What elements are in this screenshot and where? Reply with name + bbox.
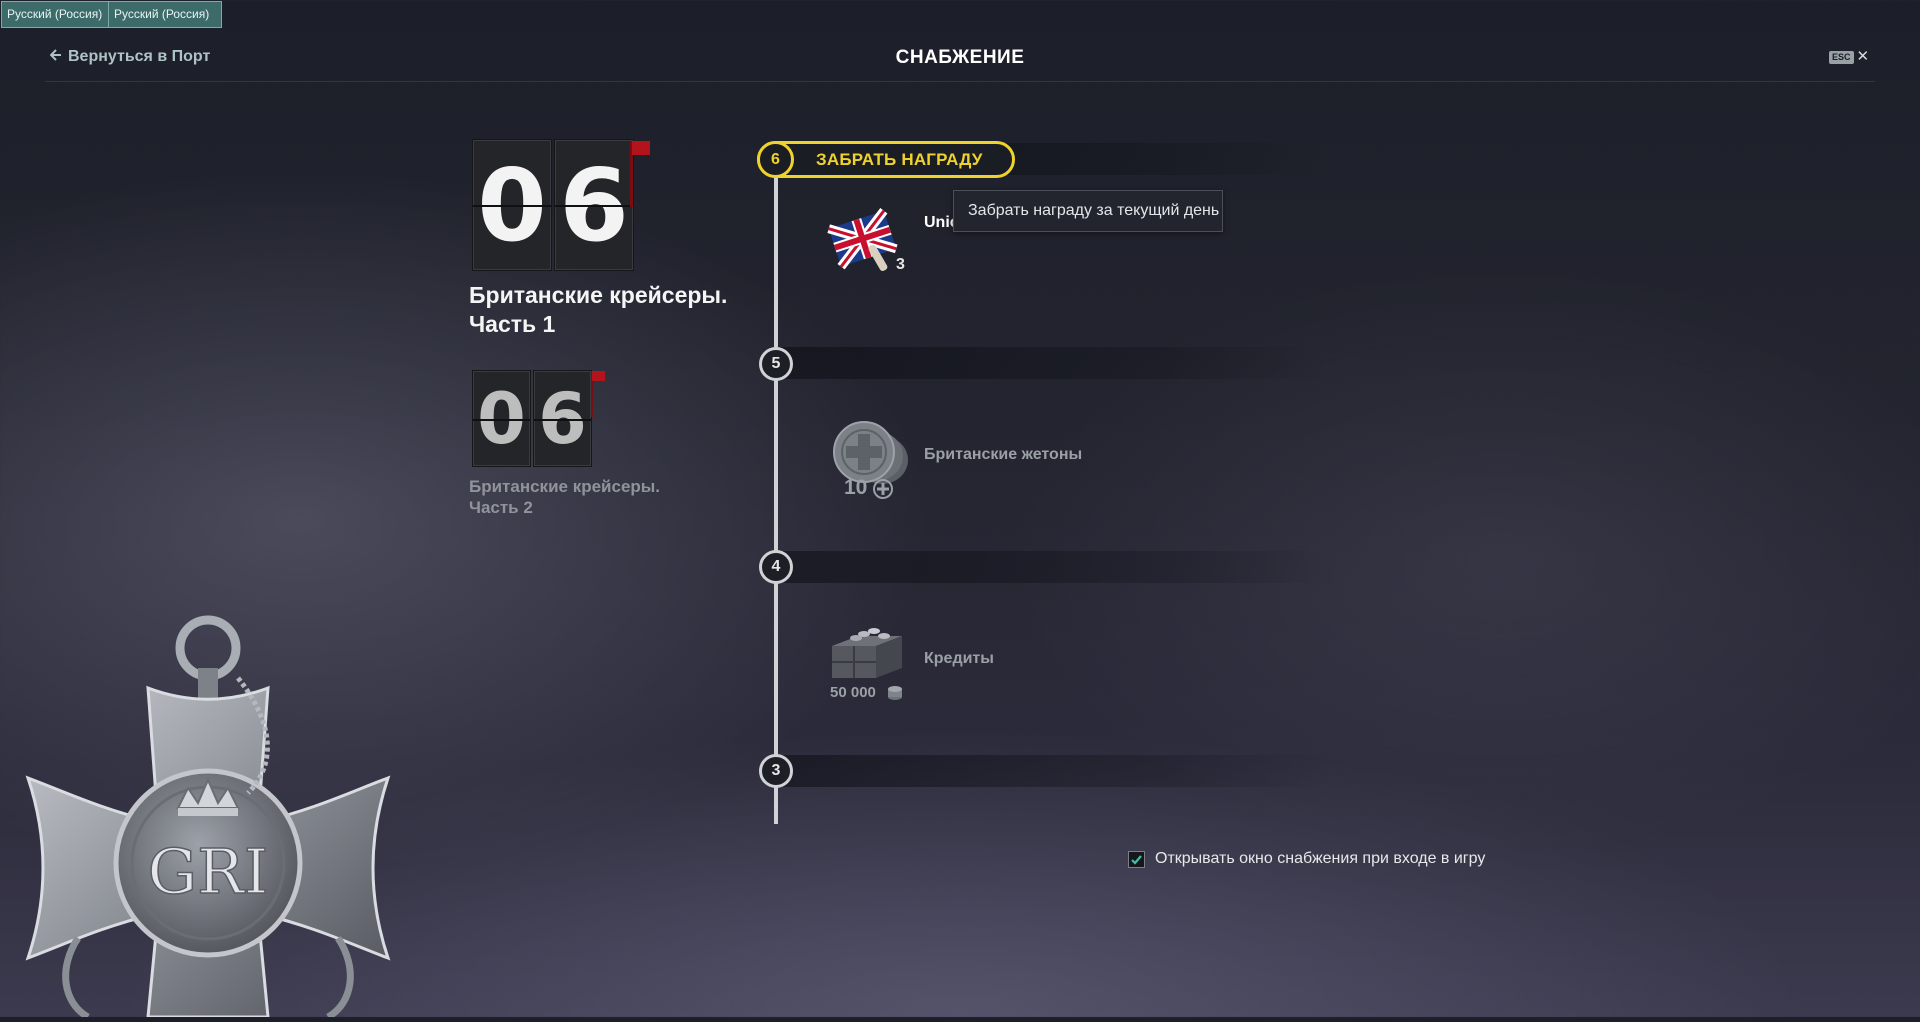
claim-tooltip: Забрать награду за текущий день — [953, 190, 1223, 232]
reward-quantity: 10 — [844, 476, 868, 499]
season-1-counter[interactable]: 0 6 — [472, 139, 634, 271]
day-4-band — [770, 551, 1330, 583]
season-1-title-line2: Часть 1 — [469, 310, 556, 337]
season-1-title: Британские крейсеры. Часть 1 — [469, 281, 727, 339]
esc-key-badge: ESC — [1829, 50, 1854, 64]
header-divider — [45, 81, 1875, 82]
day-3-band — [770, 755, 1330, 787]
checkmark-icon — [1131, 855, 1142, 865]
close-button[interactable]: ESC ✕ — [1829, 48, 1870, 65]
day-4-marker: 4 — [759, 550, 793, 584]
season-2-title-line2: Часть 2 — [469, 498, 533, 518]
season-2-counter[interactable]: 0 6 — [472, 370, 592, 467]
open-on-login-label: Открывать окно снабжения при входе в игр… — [1155, 850, 1486, 867]
counter-digit: 6 — [533, 370, 592, 467]
medal-monogram: GRI — [148, 835, 269, 908]
timeline-track — [774, 146, 778, 824]
credits-coin-icon — [886, 685, 904, 706]
day-3-marker: 3 — [759, 754, 793, 788]
reward-name: Кредиты — [924, 650, 994, 667]
counter-digit: 0 — [472, 370, 531, 467]
season-1-title-line1: Британские крейсеры. — [469, 282, 728, 308]
claim-reward-button[interactable]: 6 ЗАБРАТЬ НАГРАДУ — [757, 141, 1015, 178]
language-button[interactable]: Русский (Россия) — [1, 1, 115, 28]
back-to-port-label: Вернуться в Порт — [68, 48, 211, 65]
british-tokens-icon — [824, 420, 912, 491]
day-6-marker: 6 — [757, 141, 794, 178]
claim-reward-label: ЗАБРАТЬ НАГРАДУ — [816, 149, 983, 169]
anchor-cross-medal-icon: GRI — [18, 608, 398, 1022]
flag-pole — [591, 371, 593, 417]
page-title: СНАБЖЕНИЕ — [895, 47, 1025, 68]
arrow-left-icon — [49, 48, 62, 66]
back-to-port-link[interactable]: Вернуться в Порт — [49, 48, 211, 66]
reward-name: Unio — [924, 214, 960, 231]
reward-quantity: 3 — [896, 256, 905, 273]
season-2-title: Британские крейсеры. Часть 2 — [469, 476, 660, 519]
reward-name: Британские жетоны — [924, 446, 1083, 463]
active-season-flag-icon — [632, 141, 650, 155]
day-5-band — [770, 347, 1330, 379]
union-flag-icon — [826, 204, 904, 281]
reward-quantity: 50 000 — [830, 684, 876, 701]
day-5-marker: 5 — [759, 347, 793, 381]
counter-digit: 6 — [554, 139, 634, 271]
flag-pole — [630, 141, 633, 207]
credits-crate-icon — [826, 624, 908, 687]
close-icon: ✕ — [1856, 48, 1870, 65]
season-flag-icon — [592, 371, 605, 381]
season-2-title-line1: Британские крейсеры. — [469, 477, 661, 496]
language-button-secondary[interactable]: Русский (Россия) — [108, 1, 222, 28]
open-on-login-checkbox[interactable] — [1128, 851, 1145, 868]
add-plus-icon — [872, 478, 894, 505]
counter-digit: 0 — [472, 139, 552, 271]
